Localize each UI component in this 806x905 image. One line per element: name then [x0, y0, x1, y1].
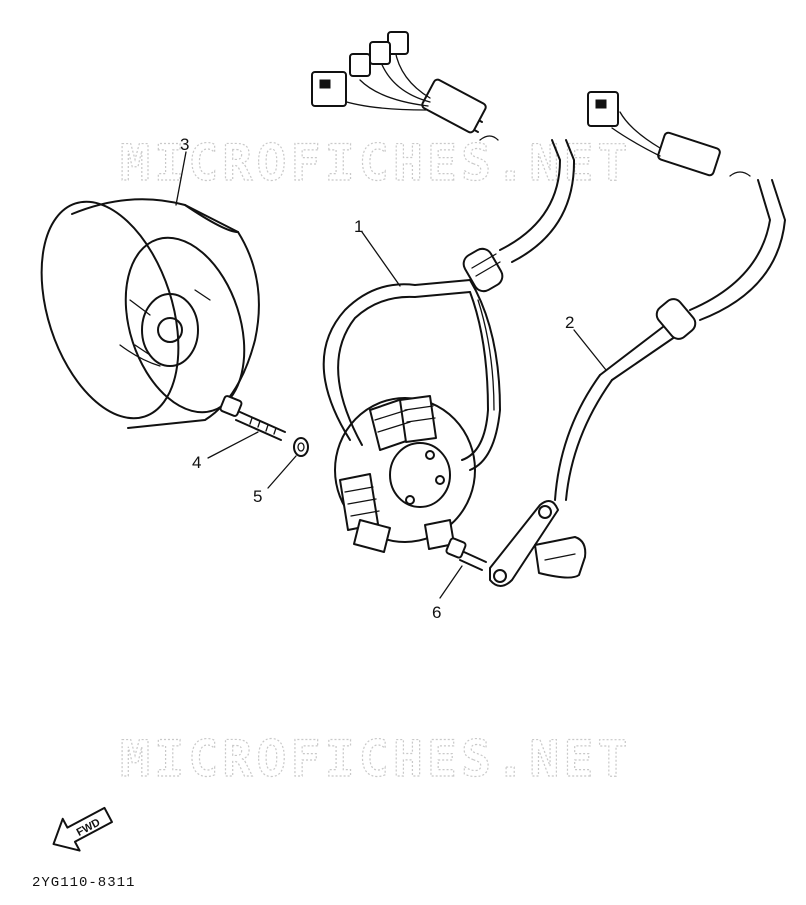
- watermark-top: MICROFICHES.NET: [120, 134, 632, 192]
- rotor-flywheel: [40, 198, 260, 429]
- callout-4: 4: [192, 453, 201, 472]
- leader-lines: [175, 151, 607, 599]
- pickup-coil-assembly: [489, 91, 786, 587]
- callout-2: 2: [565, 313, 574, 332]
- stator-wire-harness: [311, 31, 576, 471]
- callout-6: 6: [432, 603, 441, 622]
- callout-5: 5: [253, 487, 262, 506]
- stator-assembly: [334, 395, 476, 553]
- screw-part-6: [445, 537, 487, 571]
- callout-1: 1: [354, 217, 363, 236]
- watermark-bottom: MICROFICHES.NET: [120, 730, 632, 788]
- callout-3: 3: [180, 135, 189, 154]
- fwd-arrow-icon: FWD: [52, 806, 114, 852]
- diagram-code: 2YG110-8311: [32, 875, 135, 891]
- bolt-part-4: [219, 395, 286, 441]
- washer-part-5: [293, 437, 309, 457]
